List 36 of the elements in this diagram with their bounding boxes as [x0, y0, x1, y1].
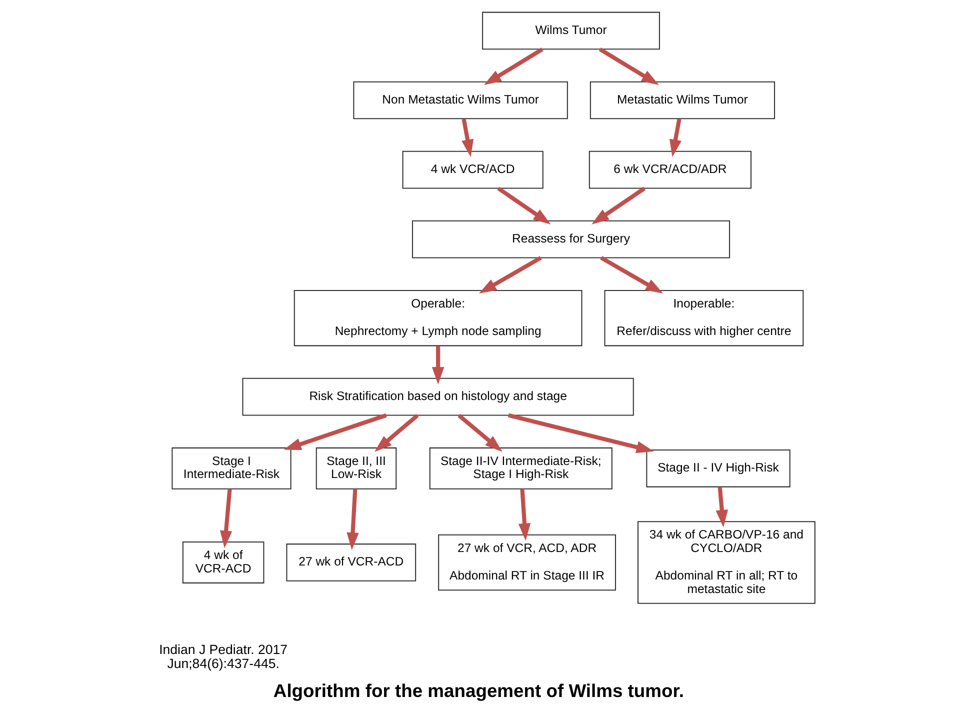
- node-box: 4 wk of VCR-ACD: [182, 542, 264, 584]
- node-box: Stage II-IV Intermediate-Risk; Stage I High-Risk: [429, 447, 612, 490]
- arrow: [592, 186, 646, 224]
- node-box: Risk Stratification based on histology and stage: [242, 378, 634, 416]
- node-box: Stage I Intermediate-Risk: [172, 447, 292, 490]
- label: Indian J Pediatr. 2017 Jun;84(6):437-445.: [159, 642, 288, 672]
- arrow: [432, 346, 444, 384]
- node-box: 4 wk VCR/ACD: [402, 150, 544, 189]
- caption: Algorithm for the management of Wilms tumor.: [273, 680, 684, 701]
- node-box: 34 wk of CARBO/VP-16 and CYCLO/ADR Abdominal RT in all; RT to metastatic site: [637, 521, 816, 604]
- node-box: Wilms Tumor: [482, 12, 660, 50]
- node-box: Stage II - IV High-Risk: [646, 449, 790, 488]
- node-box: Reassess for Surgery: [412, 220, 730, 258]
- node-box: 6 wk VCR/ACD/ADR: [588, 150, 752, 189]
- node-box: Operable: Nephrectomy + Lymph node sampling: [294, 290, 582, 346]
- arrow: [462, 118, 474, 158]
- arrow: [484, 48, 544, 85]
- node-box: Stage II, III Low-Risk: [316, 447, 397, 490]
- arrow: [598, 48, 659, 85]
- node-box: Inoperable: Refer/discuss with higher centre: [604, 290, 804, 346]
- arrow: [497, 186, 551, 224]
- arrow: [478, 256, 542, 294]
- arrow: [716, 486, 728, 528]
- node-box: 27 wk of VCR-ACD: [286, 544, 416, 582]
- arrow: [220, 488, 232, 548]
- arrow: [374, 414, 419, 452]
- arrow: [508, 413, 654, 454]
- arrow: [346, 488, 359, 550]
- arrow: [284, 413, 387, 450]
- arrow: [458, 414, 502, 452]
- node-box: Non Metastatic Wilms Tumor: [353, 81, 568, 120]
- node-box: 27 wk of VCR, ACD, ADR Abdominal RT in Stage III IR: [438, 534, 616, 591]
- arrow: [518, 488, 531, 541]
- arrow: [669, 118, 682, 158]
- arrow: [600, 256, 664, 294]
- node-box: Metastatic Wilms Tumor: [590, 81, 776, 120]
